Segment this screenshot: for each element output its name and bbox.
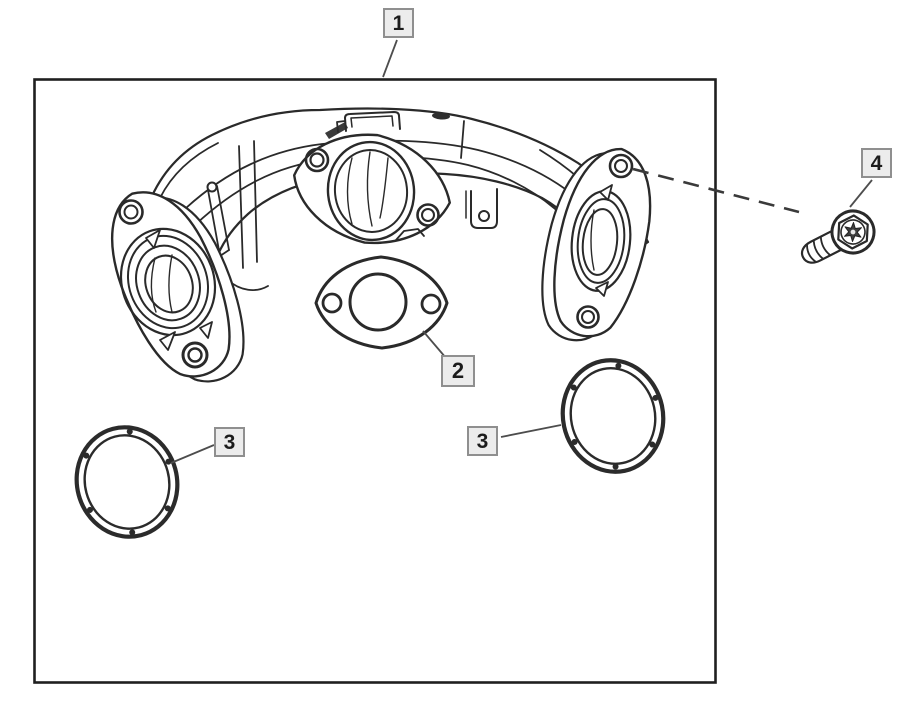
callout-1-manifold[interactable]: 1: [383, 8, 414, 38]
dashed-assembly-line: [632, 167, 800, 214]
manifold-left-flange: [111, 191, 245, 383]
manifold-top-tab: [336, 111, 401, 133]
ring-gasket-left-illustration: [74, 425, 180, 539]
callout-2-number: 2: [451, 358, 465, 383]
callout-3-ring-gasket-right[interactable]: 3: [467, 426, 498, 456]
oval-gasket-illustration: [314, 255, 449, 350]
manifold-center-flange: [293, 133, 451, 245]
ring-gasket-right-illustration: [560, 358, 666, 474]
exhaust-manifold-illustration: [111, 107, 652, 383]
callout-1-number: 1: [392, 11, 405, 35]
bolt-illustration: [800, 209, 876, 264]
callout-3-left-number: 3: [223, 430, 236, 454]
callout-3-ring-gasket-left[interactable]: 3: [214, 427, 245, 457]
callout-3-right-number: 3: [476, 429, 489, 453]
callout-2-oval-gasket[interactable]: 2: [441, 355, 475, 387]
callout-4-number: 4: [870, 151, 883, 175]
callout-4-bolt[interactable]: 4: [861, 148, 892, 178]
manifold-right-flange: [541, 147, 652, 342]
callout-leader-lines: [170, 39, 873, 464]
manifold-bracket: [465, 188, 498, 229]
